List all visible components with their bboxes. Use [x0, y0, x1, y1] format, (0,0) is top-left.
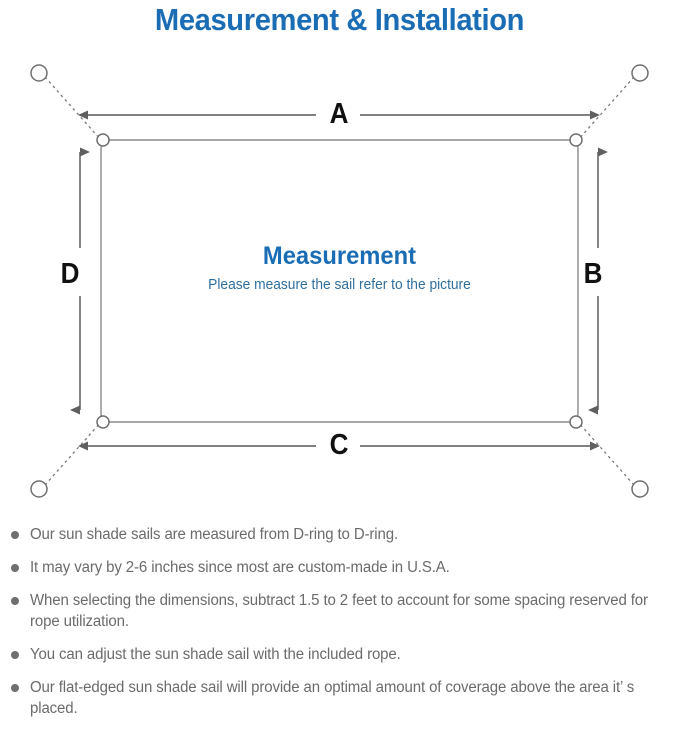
d-ring-bottom-left: [96, 415, 110, 429]
bullet-dot-icon: [11, 684, 19, 692]
anchor-bottom-left: [30, 480, 48, 498]
bullet-dot-icon: [11, 651, 19, 659]
sail-center-title: Measurement: [262, 242, 417, 270]
anchor-points: [30, 64, 649, 498]
d-ring-top-left: [96, 133, 110, 147]
rope-lines: [44, 76, 635, 486]
list-item-text: When selecting the dimensions, subtract …: [30, 592, 648, 630]
sail-center-subtitle: Please measure the sail refer to the pic…: [208, 277, 471, 293]
rope-line-bottom-right: [577, 421, 635, 486]
list-item: It may vary by 2-6 inches since most are…: [0, 557, 679, 578]
anchor-bottom-right: [631, 480, 649, 498]
bullet-dot-icon: [11, 597, 19, 605]
diagram-canvas: [30, 64, 649, 498]
d-ring-top-right: [569, 133, 583, 147]
list-item: Our flat-edged sun shade sail will provi…: [0, 677, 679, 719]
list-item: Our sun shade sails are measured from D-…: [0, 524, 679, 545]
list-item-text: Our sun shade sails are measured from D-…: [30, 526, 399, 543]
dimension-label-c: C: [329, 429, 349, 461]
page-title: Measurement & Installation: [154, 2, 525, 37]
list-item-text: You can adjust the sun shade sail with t…: [30, 646, 401, 663]
list-item-text: Our flat-edged sun shade sail will provi…: [30, 679, 635, 717]
rope-line-top-left: [44, 76, 102, 141]
list-item-text: It may vary by 2-6 inches since most are…: [30, 559, 450, 576]
d-ring-bottom-right: [569, 415, 583, 429]
dimension-label-b: B: [583, 258, 603, 290]
corner-d-rings: [96, 133, 583, 429]
bullet-dot-icon: [11, 531, 19, 539]
anchor-top-right: [631, 64, 649, 82]
list-item: When selecting the dimensions, subtract …: [0, 590, 679, 632]
list-item: You can adjust the sun shade sail with t…: [0, 644, 679, 665]
dimension-label-a: A: [329, 98, 349, 130]
dimension-label-d: D: [60, 258, 80, 290]
sail-body: [100, 139, 579, 423]
notes-list: Our sun shade sails are measured from D-…: [0, 524, 679, 731]
measurement-diagram: A B C D Measurement Please measure the s…: [0, 48, 679, 518]
bullet-dot-icon: [11, 564, 19, 572]
anchor-top-left: [30, 64, 48, 82]
rope-line-top-right: [577, 76, 635, 141]
rope-line-bottom-left: [44, 421, 102, 486]
